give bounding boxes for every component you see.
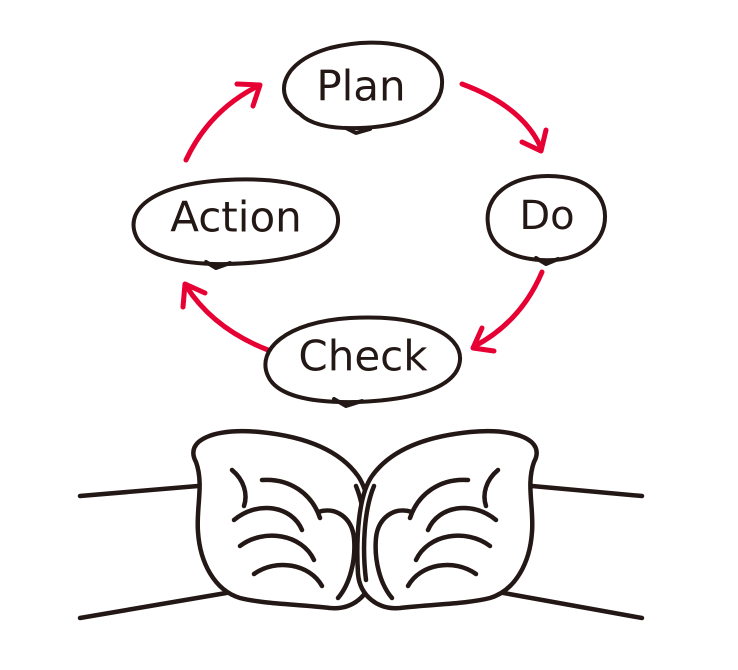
- right-hand: [355, 429, 539, 611]
- node-do: Do: [485, 174, 607, 266]
- node-check: Check: [263, 315, 463, 408]
- node-action: Action: [131, 177, 341, 270]
- cupped-hands-icon: [77, 429, 645, 621]
- node-plan: Plan: [282, 40, 445, 135]
- arrow-check-to-action: [180, 281, 271, 353]
- arrow-do-to-check: [470, 269, 545, 354]
- arrow-action-to-plan: [183, 81, 263, 163]
- node-label-do: Do: [519, 193, 574, 239]
- arrow-plan-to-do: [459, 81, 549, 154]
- right-forearm-bottom: [495, 589, 645, 621]
- cycle-arrows: [180, 81, 549, 354]
- node-label-plan: Plan: [316, 62, 405, 111]
- left-hand: [191, 429, 375, 611]
- left-forearm-bottom: [77, 589, 235, 621]
- right-forearm-top: [529, 483, 645, 499]
- left-forearm-top: [77, 483, 201, 499]
- node-label-check: Check: [298, 332, 428, 381]
- node-label-action: Action: [170, 193, 302, 242]
